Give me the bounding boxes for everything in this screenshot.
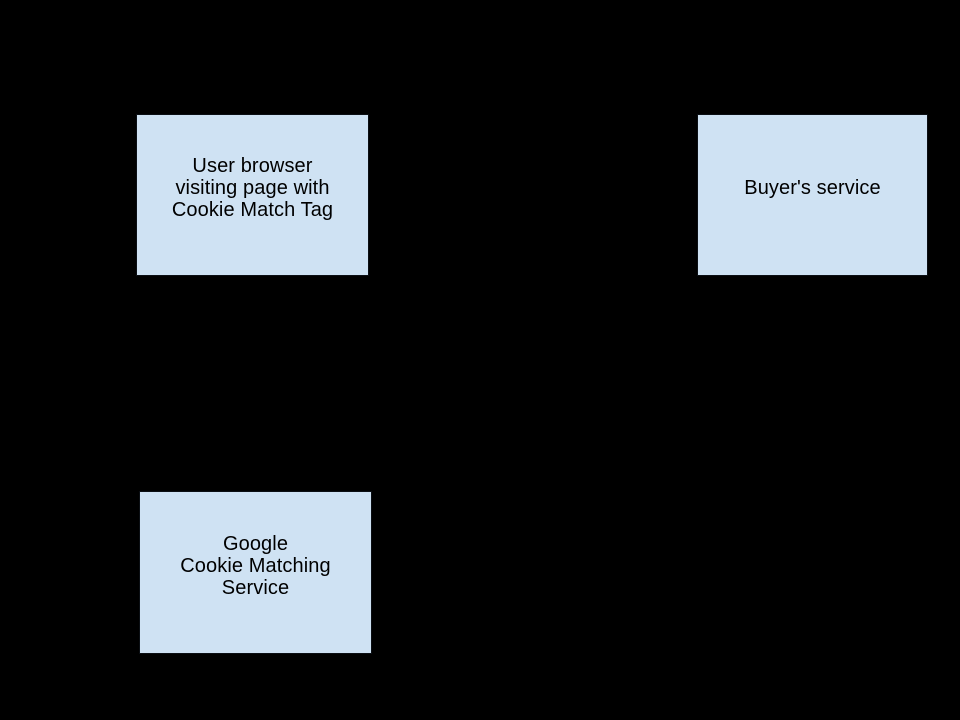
- node-user-browser: User browser visiting page with Cookie M…: [136, 114, 369, 276]
- node-user-browser-label: User browser visiting page with Cookie M…: [171, 155, 334, 221]
- node-buyers-service: Buyer's service: [697, 114, 928, 276]
- node-google-cookie-matching-service-label: Google Cookie Matching Service: [180, 532, 331, 599]
- node-buyers-service-label: Buyer's service: [744, 177, 881, 199]
- node-google-cookie-matching-service: Google Cookie Matching Service: [139, 491, 372, 654]
